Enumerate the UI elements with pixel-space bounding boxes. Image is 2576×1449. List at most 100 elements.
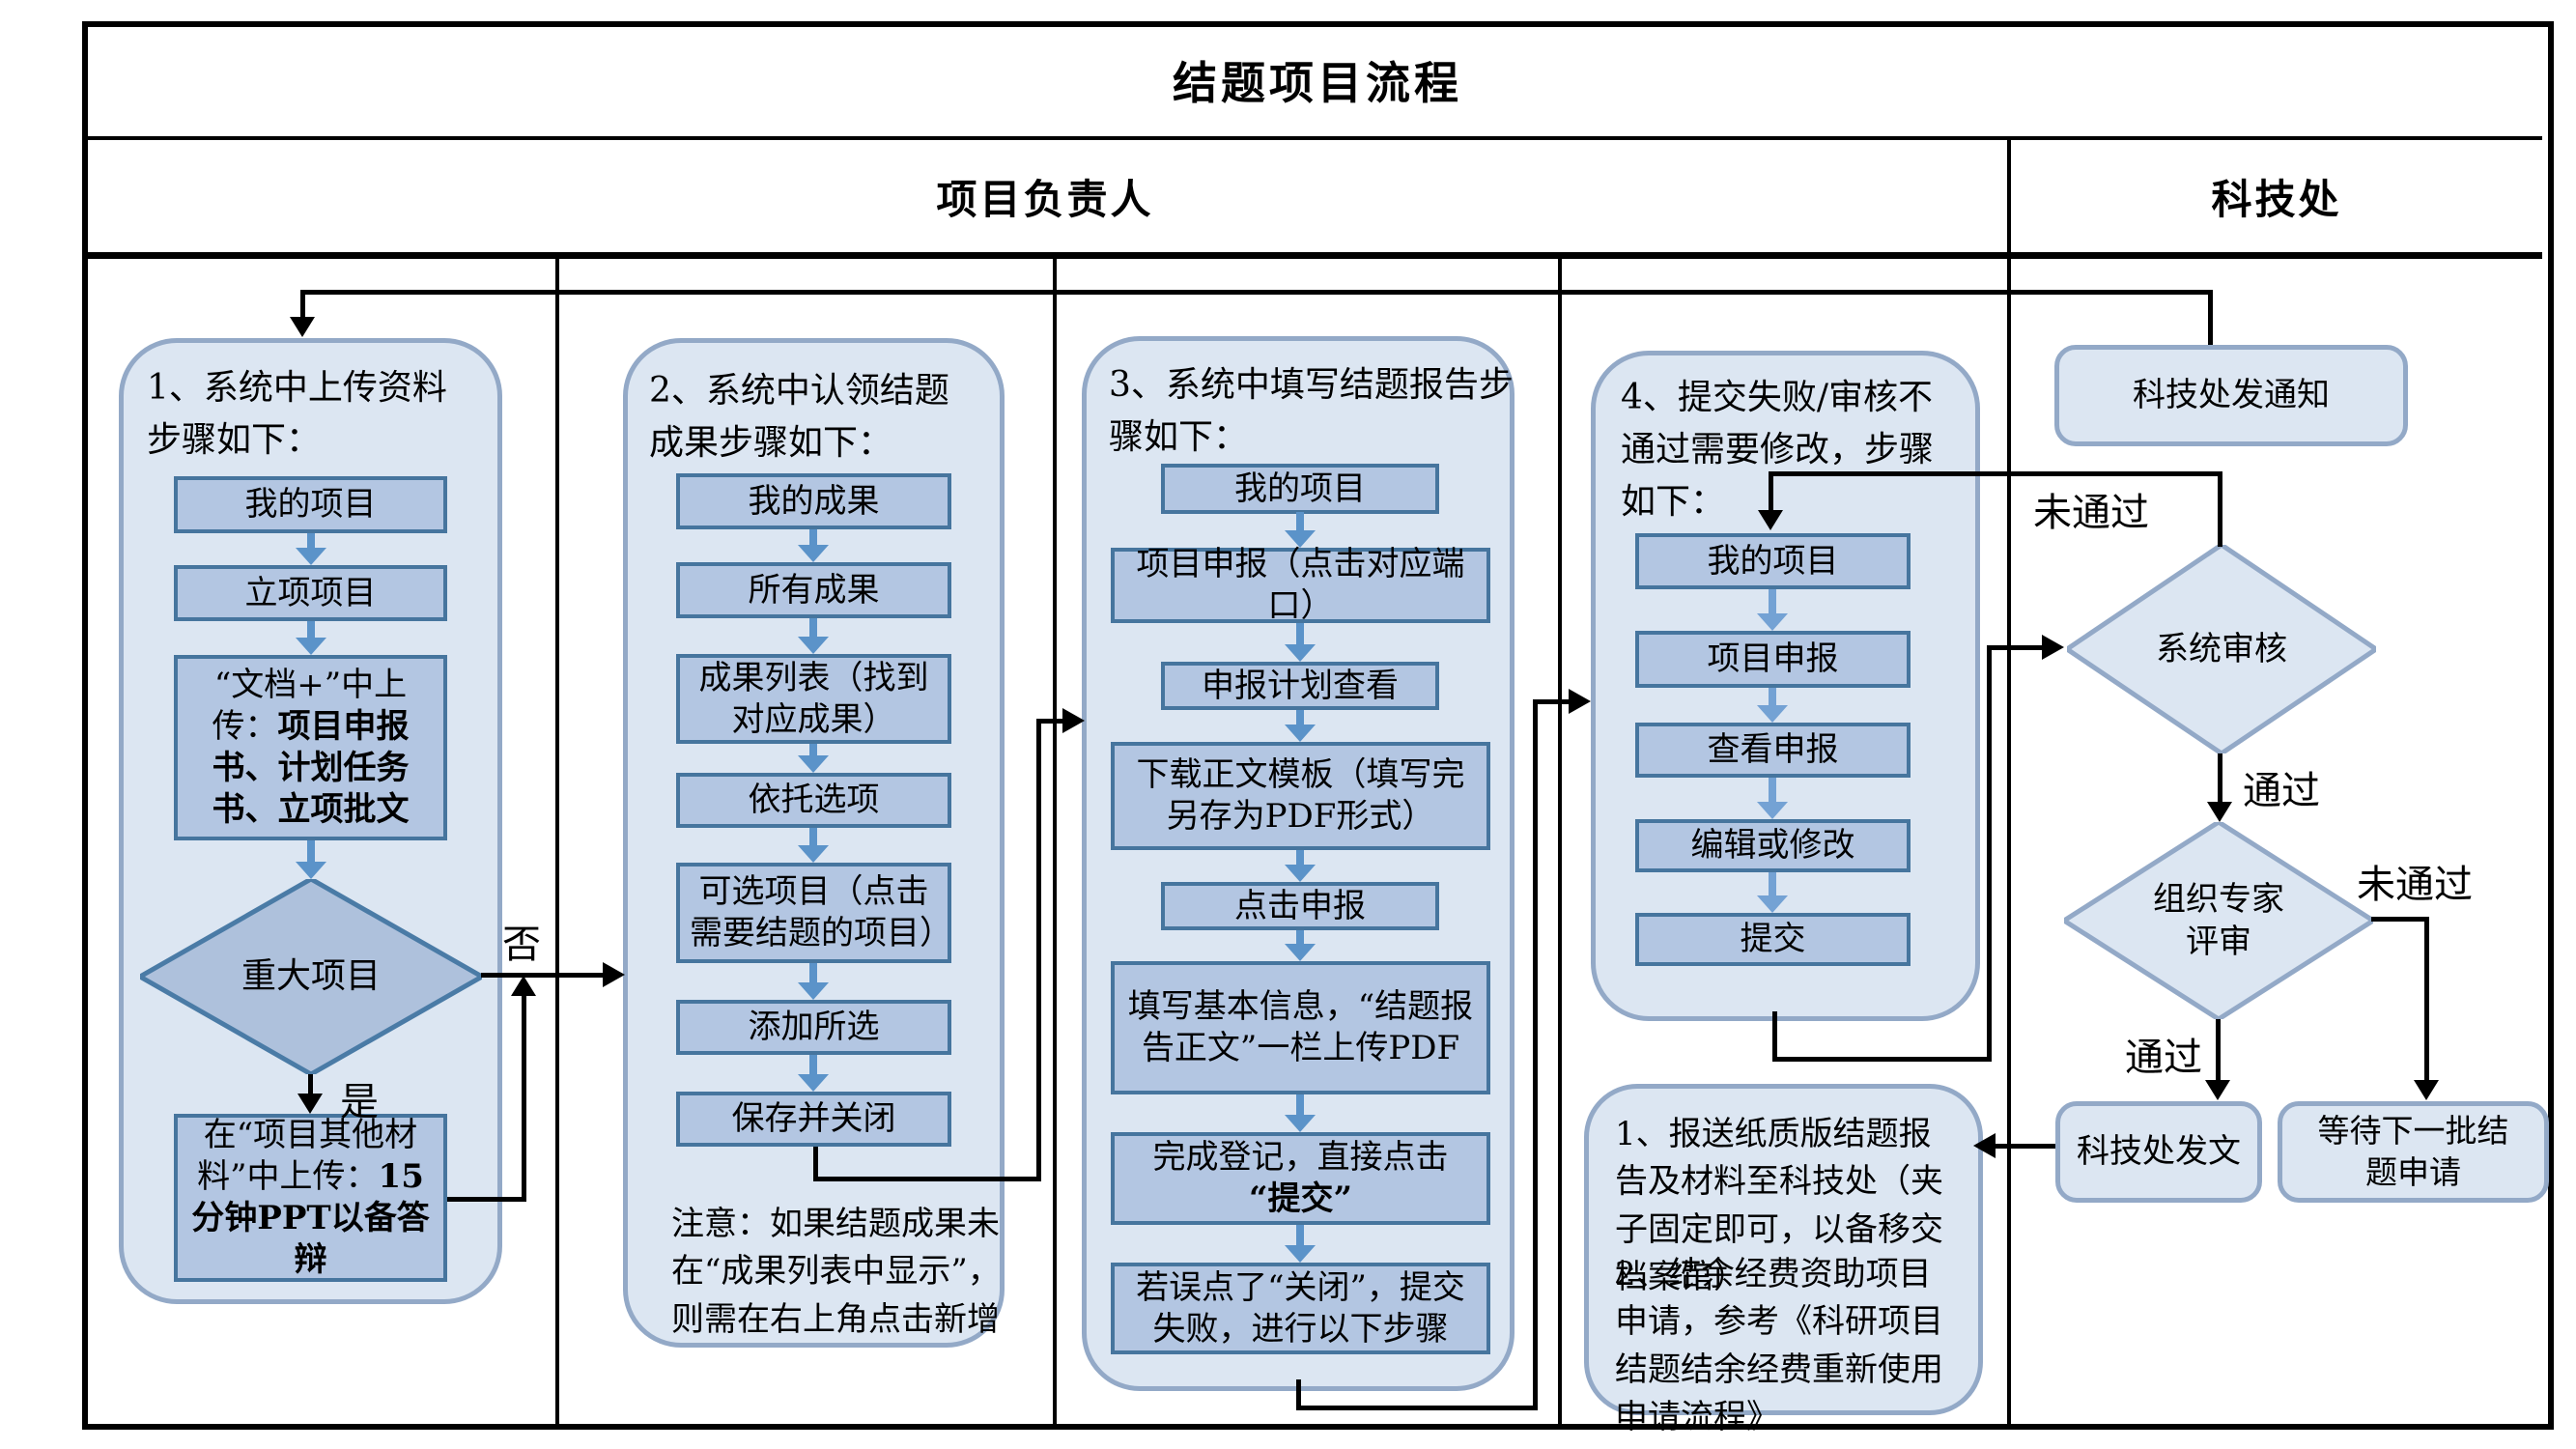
connector-c2-right	[813, 1177, 1041, 1181]
connector-ppt-right	[447, 1197, 526, 1202]
connector-c3-into	[1533, 699, 1571, 704]
table-border	[82, 21, 2554, 1430]
connector-pass2	[2216, 1019, 2221, 1083]
arrow-down-icon	[2414, 1080, 2439, 1100]
step-box-save-close: 保存并关闭	[676, 1092, 951, 1147]
connector-c4-into	[1987, 645, 2045, 650]
ppt-upload-bold: 15分钟PPT以备答辩	[191, 1157, 430, 1279]
connector-fail2-down	[2424, 917, 2429, 1083]
lane-divider-office	[2007, 138, 2011, 1424]
arrow-up-icon	[511, 976, 536, 996]
step-box-project-declare-4: 项目申报	[1635, 631, 1911, 688]
arrow-down-icon	[1757, 778, 1788, 819]
ppt-upload-text: 在“项目其他材料”中上传：	[197, 1116, 418, 1197]
lane2-heading: 2、系统中认领结题成果步骤如下：	[649, 371, 949, 463]
arrow-down-icon	[290, 317, 315, 337]
lane-header-owner: 项目负责人	[936, 175, 1154, 223]
connector-c2-down	[813, 1147, 818, 1181]
connector-notify-up	[2208, 292, 2213, 345]
decision-system-review: 系统审核	[2067, 545, 2376, 753]
step-box-misclick-close: 若误点了“关闭”，提交失败，进行以下步骤	[1111, 1263, 1490, 1354]
arrow-down-icon	[296, 533, 326, 565]
office-notify-box: 科技处发通知	[2054, 345, 2408, 446]
arrow-down-icon	[798, 1055, 829, 1092]
arrow-down-icon	[2207, 802, 2232, 822]
connector-c2-up	[1036, 721, 1041, 1181]
lane-divider-3	[1558, 257, 1562, 1424]
label-pass-2: 通过	[2125, 1036, 2202, 1080]
arrow-down-icon	[798, 744, 829, 773]
step-box-plan-view: 申报计划查看	[1161, 662, 1439, 710]
lane4-heading: 4、提交失败/审核不通过需要修改，步骤如下：	[1621, 378, 1935, 522]
arrow-down-icon	[1757, 872, 1788, 913]
step-box-my-projects-1: 我的项目	[174, 476, 447, 533]
connector-fail-down	[1769, 471, 1773, 512]
connector-c2-into	[1036, 719, 1067, 724]
label-pass-1: 通过	[2243, 769, 2320, 813]
diamond-shape	[2064, 822, 2373, 1019]
connector-top-down	[300, 290, 305, 319]
arrow-left-icon	[1973, 1133, 1996, 1158]
decision-major-project-label: 重大项目	[241, 955, 381, 996]
step-box-depend-option: 依托选项	[676, 773, 951, 828]
container-paper-note	[1584, 1084, 1983, 1415]
decision-expert-review: 组织专家评审	[2064, 822, 2373, 1019]
arrow-down-icon	[2205, 1080, 2230, 1100]
step-box-approved-projects: 立项项目	[174, 565, 447, 621]
arrow-down-icon	[1285, 1225, 1316, 1263]
arrow-down-icon	[1757, 589, 1788, 631]
step-box-click-declare: 点击申报	[1161, 882, 1439, 930]
step-box-edit-modify: 编辑或修改	[1635, 819, 1911, 872]
arrow-down-icon	[296, 621, 326, 655]
step-box-my-projects-4: 我的项目	[1635, 533, 1911, 589]
arrow-down-icon	[798, 529, 829, 562]
connector-c4-down	[1772, 1011, 1777, 1062]
decision-expert-review-label: 组织专家评审	[2153, 879, 2284, 961]
connector-fail-up	[2218, 473, 2222, 547]
lane-divider-1	[555, 257, 559, 1424]
arrow-right-icon	[2042, 635, 2064, 660]
step-box-my-results: 我的成果	[676, 473, 951, 529]
connector-top-horizontal	[300, 290, 2213, 295]
arrow-right-icon	[603, 962, 625, 987]
arrow-down-icon	[297, 1094, 323, 1114]
label-fail-2: 未通过	[2357, 863, 2473, 907]
office-issue-doc-box: 科技处发文	[2055, 1101, 2262, 1203]
header-row-divider	[83, 252, 2542, 259]
arrow-down-icon	[1285, 930, 1316, 961]
lane-divider-2	[1053, 257, 1057, 1424]
step-box-all-results: 所有成果	[676, 562, 951, 618]
step-box-view-declare: 查看申报	[1635, 723, 1911, 778]
step-box-download-template: 下载正文模板（填写完另存为PDF形式）	[1111, 742, 1490, 850]
submit-bold: “提交”	[1248, 1179, 1353, 1218]
connector-fail2-right	[2371, 917, 2429, 922]
connector-c4-up	[1987, 647, 1992, 1062]
step-box-add-selected: 添加所选	[676, 1000, 951, 1055]
connector-pass1	[2218, 753, 2222, 806]
connector-fail-left	[1769, 471, 2222, 476]
arrow-down-icon	[1285, 623, 1316, 662]
diamond-shape	[140, 879, 482, 1074]
connector-no	[481, 973, 607, 978]
label-yes: 是	[340, 1080, 379, 1124]
step-box-my-projects-3: 我的项目	[1161, 464, 1439, 514]
step-box-submit: 完成登记，直接点击“提交”	[1111, 1132, 1490, 1225]
arrow-down-icon	[1285, 1094, 1316, 1132]
title-row-divider	[83, 136, 2542, 140]
docs-upload-text: “文档+”中上传：	[212, 666, 408, 747]
arrow-right-icon	[1062, 708, 1085, 733]
connector-c3-down	[1296, 1379, 1301, 1410]
connector-issue-left	[1996, 1144, 2055, 1149]
arrow-down-icon	[798, 618, 829, 654]
step-box-project-declare: 项目申报（点击对应端口）	[1111, 545, 1490, 625]
step-box-optional-projects: 可选项目（点击需要结题的项目）	[676, 863, 952, 963]
arrow-down-icon	[798, 963, 829, 1000]
step-box-ppt-upload: 在“项目其他材料”中上传：15分钟PPT以备答辩	[174, 1114, 447, 1282]
submit-text: 完成登记，直接点击	[1152, 1138, 1449, 1178]
arrow-down-icon	[1285, 512, 1316, 548]
arrow-down-icon	[1285, 710, 1316, 742]
connector-c3-up	[1533, 701, 1538, 1410]
docs-upload-bold: 项目申报书、计划任务书、立项批文	[212, 707, 410, 829]
step-box-fill-info: 填写基本信息，“结题报告正文”一栏上传PDF	[1111, 961, 1490, 1094]
